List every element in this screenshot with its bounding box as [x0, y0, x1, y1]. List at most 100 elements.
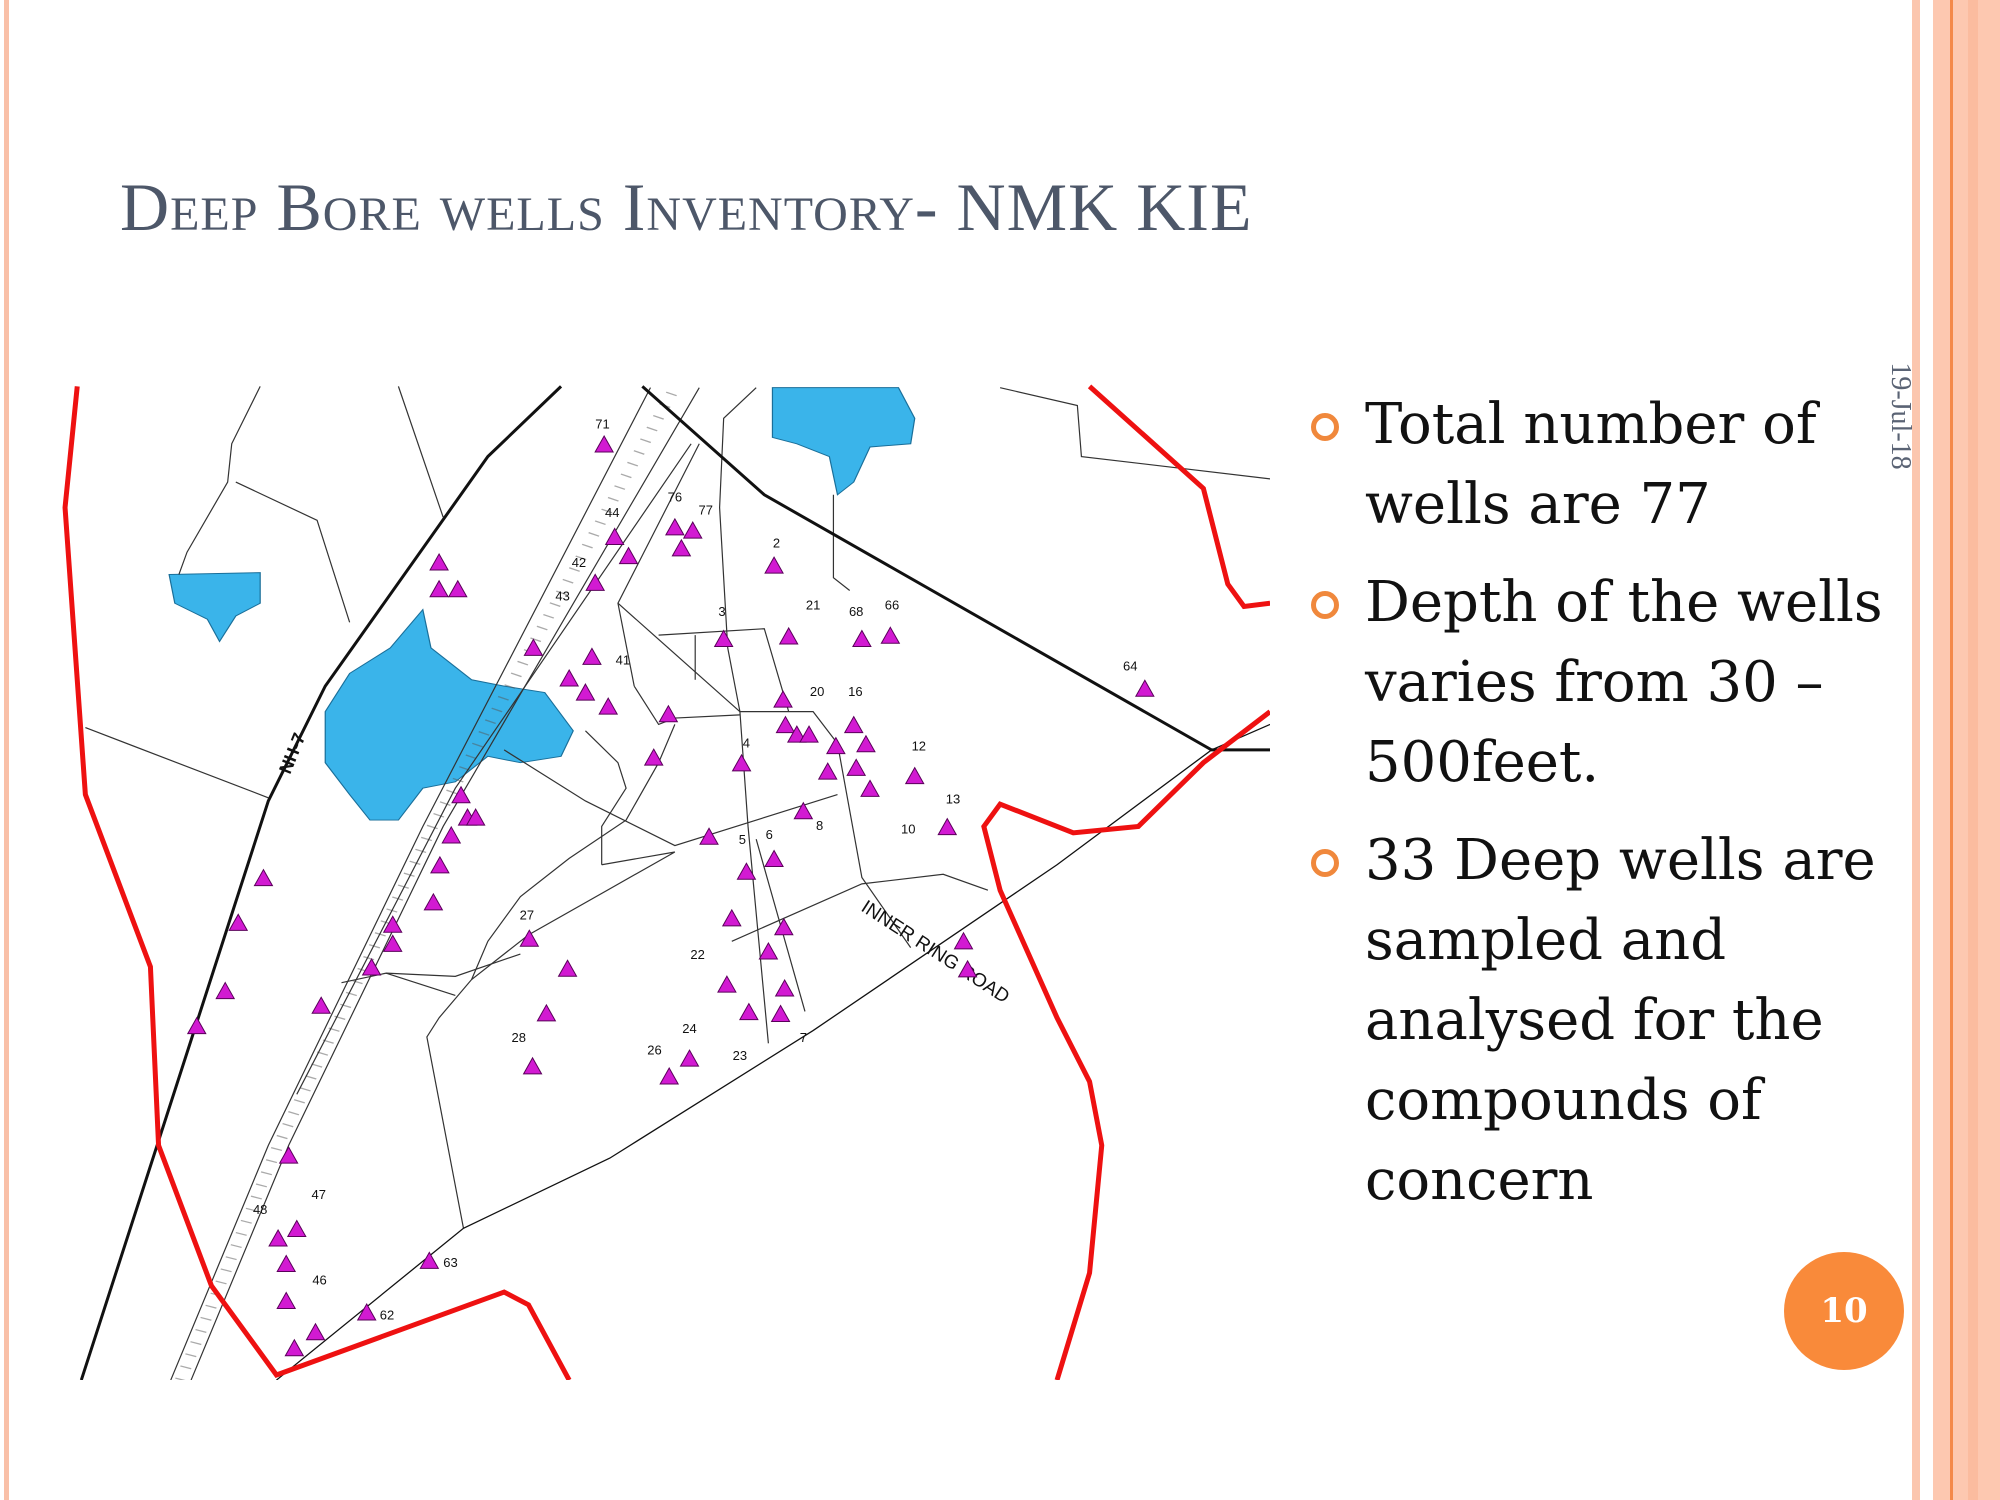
well-marker-icon	[465, 808, 486, 826]
well-marker-icon	[679, 1049, 700, 1067]
well-marker-icon	[430, 855, 450, 874]
well-label: 21	[806, 598, 820, 613]
bullet-text: Depth of the wells varies from 30 – 500f…	[1365, 570, 1883, 795]
well-marker-icon	[774, 978, 795, 997]
well-label: 42	[572, 555, 586, 570]
well-marker-icon	[699, 827, 719, 845]
well-marker-icon	[665, 517, 685, 536]
major-roads	[81, 386, 1270, 1380]
well-marker-icon	[419, 1251, 440, 1269]
water-bodies	[168, 387, 916, 821]
nh7-label: NH-7	[275, 730, 309, 776]
well-marker-icon	[953, 931, 974, 950]
well-marker-icon	[856, 734, 876, 753]
right-border-stripe	[1912, 0, 1920, 1500]
well-marker-icon	[817, 762, 838, 780]
well-marker-icon	[659, 1067, 680, 1085]
bullet-item: Total number of wells are 77	[1305, 385, 1925, 545]
well-marker-icon	[758, 942, 779, 960]
well-marker-icon	[713, 629, 734, 647]
left-border	[4, 0, 9, 1500]
well-label: 41	[616, 652, 630, 667]
well-marker-icon	[736, 862, 757, 880]
well-marker-icon	[441, 825, 462, 844]
well-marker-icon	[739, 1002, 759, 1021]
well-marker-icon	[731, 753, 752, 772]
well-marker-icon	[604, 527, 625, 545]
inner-ring-road-label: INNER RING ROAD	[857, 897, 1013, 1008]
well-label: 24	[682, 1021, 696, 1036]
well-marker-icon	[276, 1254, 297, 1273]
well-marker-icon	[904, 766, 925, 785]
well-label: 16	[848, 684, 862, 699]
well-marker-icon	[957, 959, 978, 978]
well-label: 12	[912, 738, 926, 753]
right-border-stripe-dark	[1968, 0, 1978, 1500]
well-marker-icon	[286, 1219, 307, 1237]
well-marker-icon	[429, 579, 449, 598]
well-marker-icon	[764, 556, 784, 574]
well-marker-icon	[773, 690, 793, 708]
well-marker-icon	[658, 704, 679, 723]
well-label: 13	[946, 791, 960, 806]
well-label: 26	[647, 1043, 661, 1058]
well-marker-icon	[793, 801, 814, 820]
well-label: 62	[380, 1307, 394, 1322]
well-marker-icon	[557, 959, 578, 977]
well-label: 76	[668, 490, 682, 505]
well-label: 3	[718, 604, 725, 619]
well-label: 68	[849, 604, 863, 619]
well-marker-icon	[536, 1003, 557, 1022]
well-label: 22	[690, 947, 704, 962]
well-marker-icon	[937, 817, 958, 836]
well-marker-icon	[582, 647, 602, 665]
well-marker-icon	[598, 697, 619, 715]
well-marker-icon	[361, 957, 382, 976]
well-marker-icon	[770, 1004, 791, 1023]
well-marker-icon	[447, 579, 468, 598]
bullet-circle-icon	[1311, 591, 1339, 619]
well-marker-icon	[519, 929, 540, 947]
well-label: 20	[810, 684, 824, 699]
well-marker-icon	[799, 725, 819, 743]
well-label: 23	[733, 1048, 747, 1063]
well-marker-icon	[852, 629, 872, 647]
well-marker-icon	[268, 1229, 288, 1247]
well-marker-icon	[775, 715, 796, 734]
well-marker-icon	[228, 913, 249, 931]
well-label: 64	[1123, 659, 1137, 674]
well-marker-icon	[826, 736, 846, 755]
well-marker-icon	[278, 1146, 299, 1164]
well-marker-icon	[311, 996, 332, 1014]
well-marker-icon	[721, 908, 742, 927]
well-label: 43	[555, 589, 569, 604]
well-marker-icon	[682, 521, 703, 539]
well-label: 6	[766, 827, 773, 842]
well-marker-icon	[1134, 679, 1155, 697]
well-marker-icon	[429, 552, 449, 571]
well-marker-icon	[778, 626, 799, 645]
right-border-line	[1950, 0, 1953, 1500]
well-label: 8	[816, 818, 823, 833]
well-label: 4	[743, 735, 750, 750]
well-marker-icon	[764, 849, 784, 868]
well-marker-icon	[585, 573, 606, 591]
bullet-circle-icon	[1311, 413, 1339, 441]
well-marker-icon	[773, 917, 794, 936]
well-marker-icon	[643, 748, 664, 766]
well-marker-icon	[559, 669, 580, 687]
well-marker-icon	[305, 1322, 326, 1341]
well-marker-icon	[786, 725, 807, 743]
well-label: 71	[595, 416, 609, 431]
well-marker-icon	[594, 434, 614, 453]
well-marker-icon	[215, 981, 236, 1000]
well-label: 44	[605, 505, 619, 520]
well-marker-icon	[846, 758, 867, 776]
bullet-text: Total number of wells are 77	[1365, 392, 1817, 537]
well-marker-icon	[880, 626, 901, 644]
well-label: 5	[739, 832, 746, 847]
boundary-lines	[65, 386, 1270, 1380]
well-label: 48	[253, 1202, 267, 1217]
